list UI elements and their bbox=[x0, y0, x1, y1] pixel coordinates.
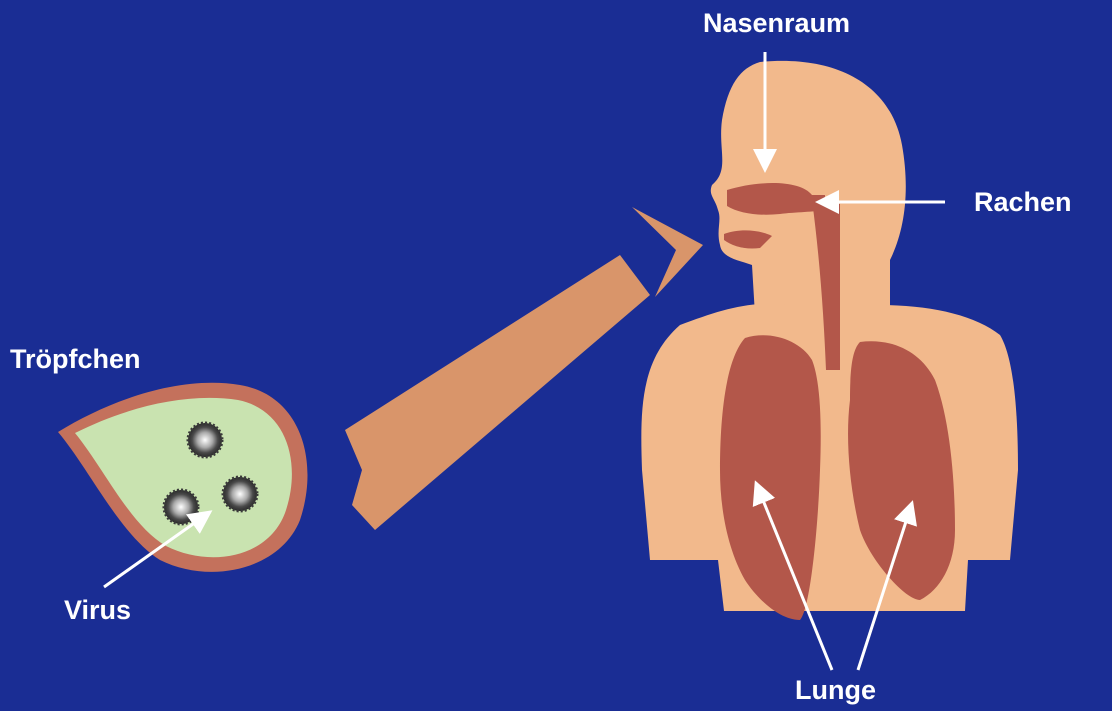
virus-particle bbox=[164, 490, 198, 524]
human-silhouette bbox=[641, 61, 1018, 620]
label-troepfchen: Tröpfchen bbox=[10, 346, 141, 373]
label-virus: Virus bbox=[64, 597, 131, 624]
droplet bbox=[58, 383, 308, 572]
label-lunge: Lunge bbox=[795, 677, 876, 704]
virus-particle bbox=[188, 423, 222, 457]
label-nasenraum: Nasenraum bbox=[703, 10, 850, 37]
label-rachen: Rachen bbox=[974, 189, 1072, 216]
virus-particle bbox=[223, 477, 257, 511]
